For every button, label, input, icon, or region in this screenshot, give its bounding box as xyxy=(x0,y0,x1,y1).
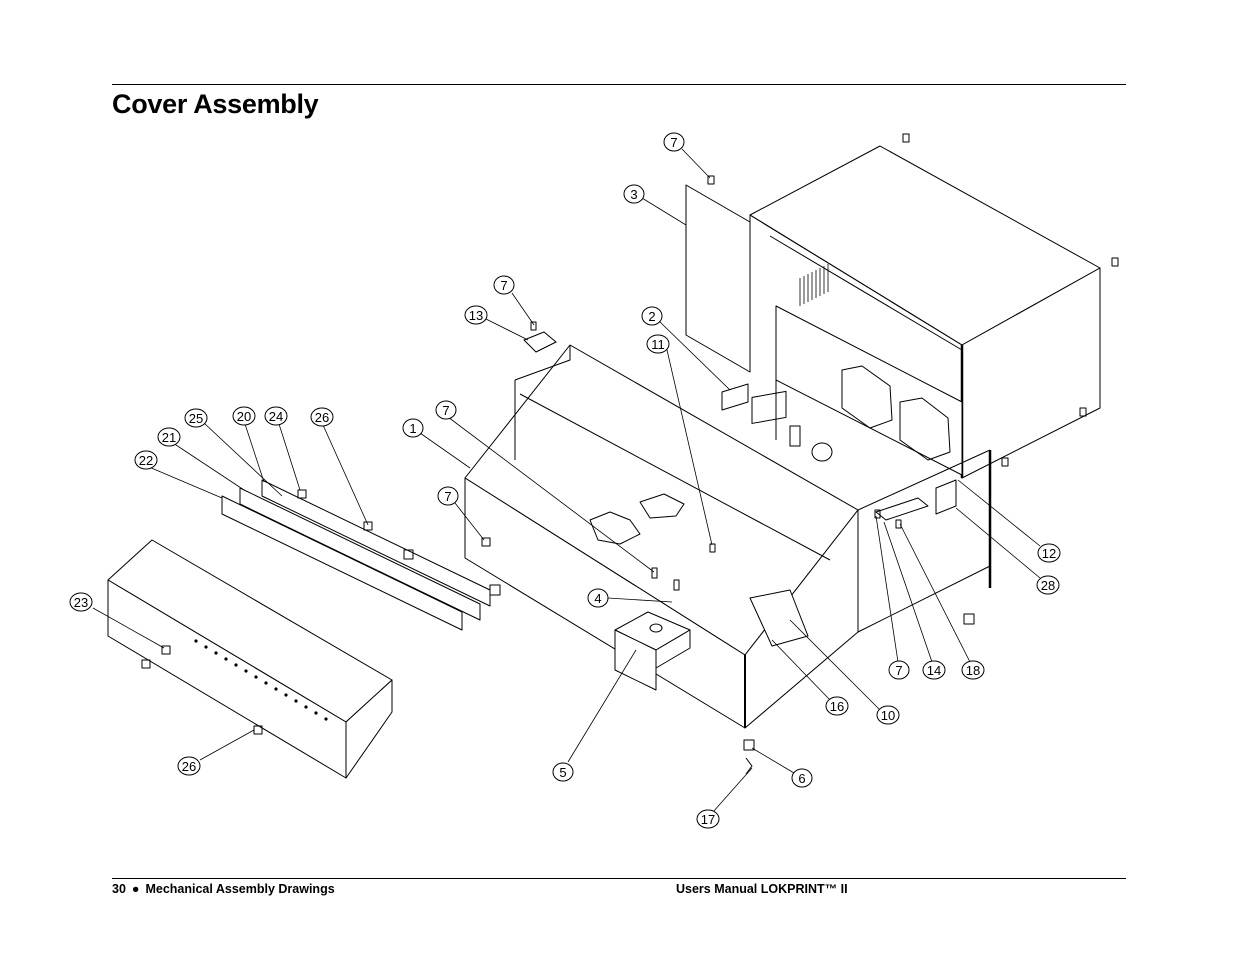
callout-label: 20 xyxy=(237,409,251,424)
callout-label: 7 xyxy=(442,403,449,418)
bottom-rule xyxy=(112,878,1126,879)
callout: 25 xyxy=(184,408,208,428)
callout-label: 21 xyxy=(162,430,176,445)
footer-manual-title: Users Manual LOKPRINT™ II xyxy=(676,882,848,896)
callout-labels: 7 3 7 13 2 11 1 7 25 20 24 26 21 22 7 4 … xyxy=(69,132,1061,829)
keypad-strip-part xyxy=(749,589,809,647)
callout: 21 xyxy=(157,427,181,447)
callout-label: 6 xyxy=(798,771,805,786)
section-title: Mechanical Assembly Drawings xyxy=(145,882,335,896)
footer-left: 30 ● Mechanical Assembly Drawings xyxy=(112,882,335,896)
callout: 2 xyxy=(641,306,663,326)
callout: 14 xyxy=(922,660,946,680)
callout-label: 28 xyxy=(1041,578,1055,593)
callout: 1 xyxy=(402,418,424,438)
bracket-part xyxy=(614,611,691,691)
callout: 3 xyxy=(623,184,645,204)
callout: 7 xyxy=(493,275,515,295)
bullet-separator: ● xyxy=(131,882,140,896)
rail-parts xyxy=(221,479,491,631)
callout-label: 22 xyxy=(139,453,153,468)
callout: 6 xyxy=(791,768,813,788)
callout-label: 11 xyxy=(651,337,665,352)
callout: 16 xyxy=(825,696,849,716)
callout: 13 xyxy=(464,305,488,325)
callout: 18 xyxy=(961,660,985,680)
side-panel-part xyxy=(685,184,751,373)
callout: 4 xyxy=(587,588,609,608)
callout-label: 10 xyxy=(881,708,895,723)
callout-label: 13 xyxy=(469,308,483,323)
bracket-2-part xyxy=(721,383,749,411)
callout-label: 7 xyxy=(500,278,507,293)
page-number: 30 xyxy=(112,882,126,896)
callout: 17 xyxy=(696,809,720,829)
leader-lines xyxy=(92,148,1041,813)
callout-label: 26 xyxy=(182,759,196,774)
callout: 24 xyxy=(264,406,288,426)
callout-label: 7 xyxy=(444,489,451,504)
callout-label: 16 xyxy=(830,699,844,714)
page-title: Cover Assembly xyxy=(112,89,319,119)
callout-label: 18 xyxy=(966,663,980,678)
callout-label: 4 xyxy=(594,591,601,606)
rear-cover-part xyxy=(749,145,1101,479)
callout: 26 xyxy=(177,756,201,776)
hinge-bracket-part xyxy=(523,331,557,353)
callout: 5 xyxy=(552,762,574,782)
callout: 7 xyxy=(888,660,910,680)
callout-label: 12 xyxy=(1042,546,1056,561)
front-cover-part xyxy=(107,539,393,779)
callout-label: 23 xyxy=(74,595,88,610)
callout: 10 xyxy=(876,705,900,725)
rear-panel-part xyxy=(775,305,963,476)
callout: 7 xyxy=(663,132,685,152)
callout: 11 xyxy=(646,334,670,354)
callout: 22 xyxy=(134,450,158,470)
callout: 20 xyxy=(232,406,256,426)
callout-label: 5 xyxy=(559,765,566,780)
bracket-18-part xyxy=(875,497,929,521)
callout-label: 14 xyxy=(927,663,941,678)
callout: 12 xyxy=(1037,543,1061,563)
callout-label: 24 xyxy=(269,409,283,424)
callout: 28 xyxy=(1036,575,1060,595)
callout: 26 xyxy=(310,407,334,427)
top-rule xyxy=(112,84,1126,85)
callout: 7 xyxy=(437,486,459,506)
bracket-28-part xyxy=(935,479,957,515)
callout-label: 7 xyxy=(670,135,677,150)
callout: 23 xyxy=(69,592,93,612)
callout-label: 3 xyxy=(630,187,637,202)
callout-label: 2 xyxy=(648,309,655,324)
callout: 7 xyxy=(435,400,457,420)
callout-label: 7 xyxy=(895,663,902,678)
callout-label: 17 xyxy=(701,812,715,827)
callout-label: 26 xyxy=(315,410,329,425)
hardware-parts xyxy=(141,133,1119,775)
callout-label: 25 xyxy=(189,411,203,426)
callout-label: 1 xyxy=(409,421,416,436)
